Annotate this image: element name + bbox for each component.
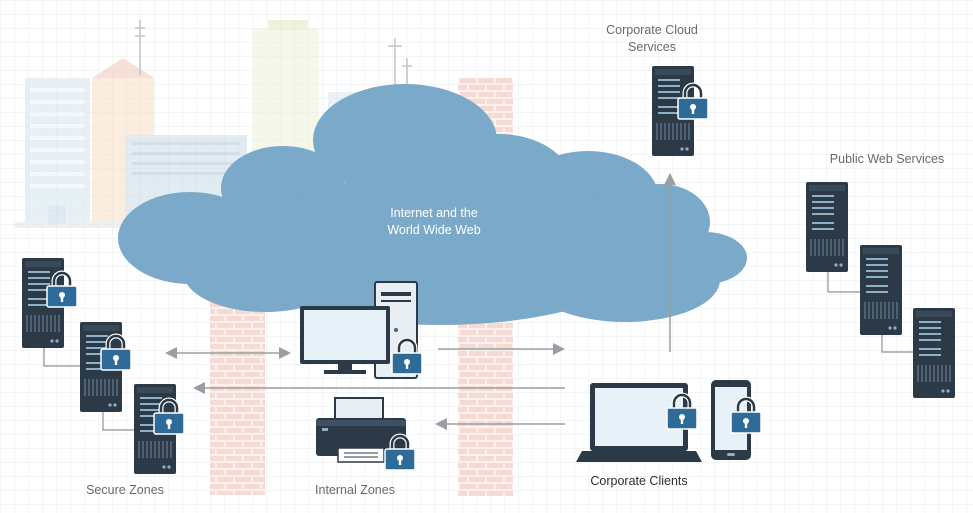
corporate-clients-label: Corporate Clients <box>590 474 688 488</box>
corporate-cloud-label: Corporate Cloud Services <box>592 22 712 56</box>
server-connectors <box>43 270 913 431</box>
corporate-cloud-label-line1: Corporate Cloud <box>606 23 698 37</box>
corporate-cloud-label-line2: Services <box>628 40 676 54</box>
cloud-label-line2: World Wide Web <box>387 223 481 237</box>
server-icon <box>860 245 902 335</box>
server-icon <box>913 308 955 398</box>
cloud-icon <box>118 84 747 325</box>
server-icon <box>806 182 848 272</box>
desktop-computer-icon <box>300 281 418 379</box>
cloud-label-line1: Internet and the <box>390 206 478 220</box>
firewall-icon <box>210 300 265 495</box>
cloud-label: Internet and the World Wide Web <box>368 205 500 239</box>
internal-zones-label: Internal Zones <box>315 483 395 497</box>
printer-icon <box>316 397 406 463</box>
flow-arrows <box>165 173 676 430</box>
secure-zones-label: Secure Zones <box>86 483 164 497</box>
public-web-label: Public Web Services <box>829 152 945 166</box>
